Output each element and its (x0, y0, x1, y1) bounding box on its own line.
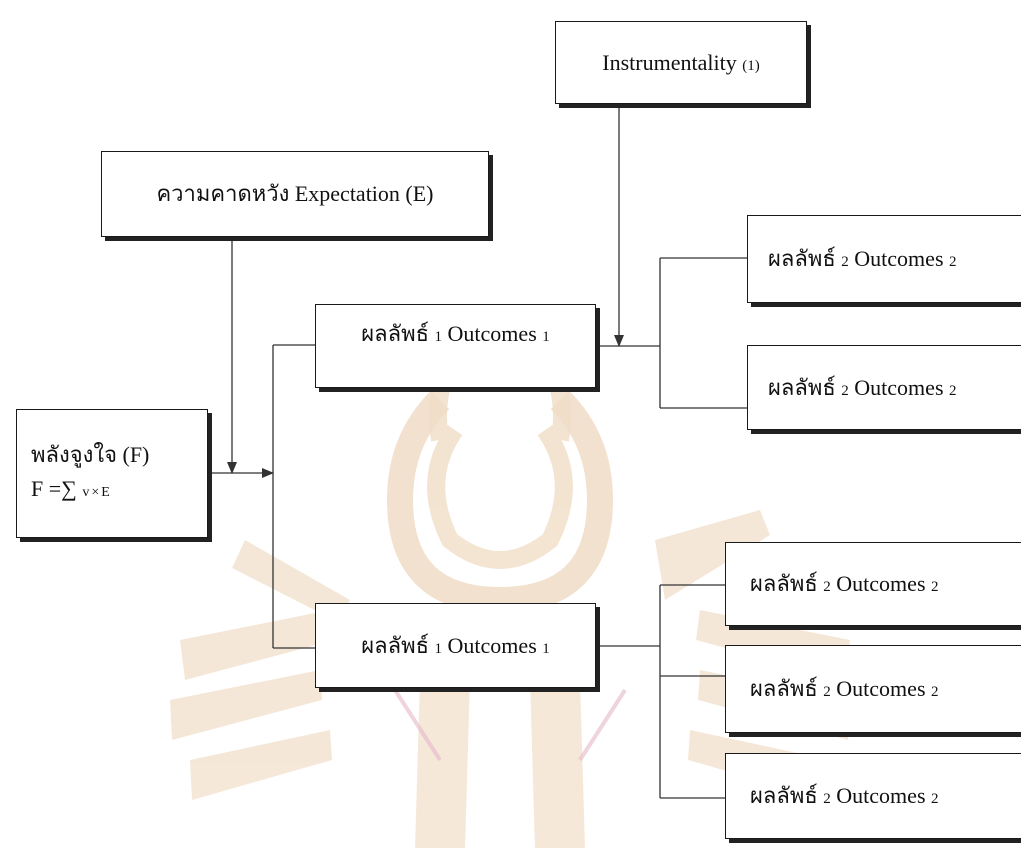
outcome2-box: ผลลัพธ์ 2 Outcomes 2 (747, 215, 1021, 303)
outcome2-box: ผลลัพธ์ 2 Outcomes 2 (725, 753, 1021, 839)
outcome-thai-label: ผลลัพธ์ (768, 246, 836, 271)
outcome-en-number: 2 (931, 579, 939, 595)
expectation-box: ความคาดหวัง Expectation (E) (101, 151, 489, 237)
outcome-en-number: 1 (542, 640, 550, 657)
outcome-thai-number: 2 (823, 684, 831, 700)
outcome-en-label: Outcomes (447, 321, 537, 346)
outcome-thai-number: 2 (841, 254, 849, 270)
motivation-title: พลังจูงใจ (F) (31, 441, 150, 467)
outcome-en-number: 1 (542, 329, 550, 345)
outcome-thai-label: ผลลัพธ์ (768, 374, 836, 400)
outcome2-box: ผลลัพธ์ 2 Outcomes 2 (747, 345, 1021, 430)
outcome-en-number: 2 (949, 254, 957, 270)
outcome-thai-number: 2 (823, 579, 831, 595)
outcome2-box: ผลลัพธ์ 2 Outcomes 2 (725, 542, 1021, 626)
outcome-thai-label: ผลลัพธ์ (361, 321, 430, 346)
outcome-thai-number: 1 (434, 640, 443, 657)
instrumentality-box: Instrumentality (1) (555, 21, 807, 104)
outcome-en-number: 2 (949, 382, 957, 399)
outcome-en-number: 2 (931, 791, 939, 807)
outcome-en-label: Outcomes (836, 676, 926, 701)
instrumentality-label: Instrumentality (602, 49, 737, 75)
outcome-thai-number: 2 (823, 791, 831, 807)
expectation-label: ความคาดหวัง Expectation (E) (156, 181, 434, 206)
outcome-en-label: Outcomes (854, 246, 944, 271)
formula-main: F =∑ (31, 475, 77, 501)
motivation-box: พลังจูงใจ (F) F =∑ v×E (16, 409, 208, 538)
outcome-thai-label: ผลลัพธ์ (750, 571, 818, 596)
outcome1-box-bottom: ผลลัพธ์ 1 Outcomes 1 (315, 603, 596, 688)
outcome-thai-label: ผลลัพธ์ (361, 632, 430, 658)
outcome-thai-label: ผลลัพธ์ (750, 783, 818, 808)
motivation-formula: F =∑ v×E (31, 472, 149, 510)
outcome-en-label: Outcomes (836, 783, 926, 808)
instrumentality-number: (1) (742, 57, 760, 74)
outcome-en-label: Outcomes (854, 374, 944, 400)
outcome-en-number: 2 (931, 684, 939, 700)
outcome-en-label: Outcomes (836, 571, 926, 596)
outcome-thai-number: 1 (434, 329, 443, 345)
outcome1-box-top: ผลลัพธ์ 1 Outcomes 1 (315, 304, 596, 388)
outcome-thai-label: ผลลัพธ์ (750, 676, 818, 701)
formula-terms: v×E (82, 484, 112, 500)
outcome-thai-number: 2 (841, 382, 849, 399)
outcome-en-label: Outcomes (447, 632, 537, 658)
outcome2-box: ผลลัพธ์ 2 Outcomes 2 (725, 645, 1021, 733)
